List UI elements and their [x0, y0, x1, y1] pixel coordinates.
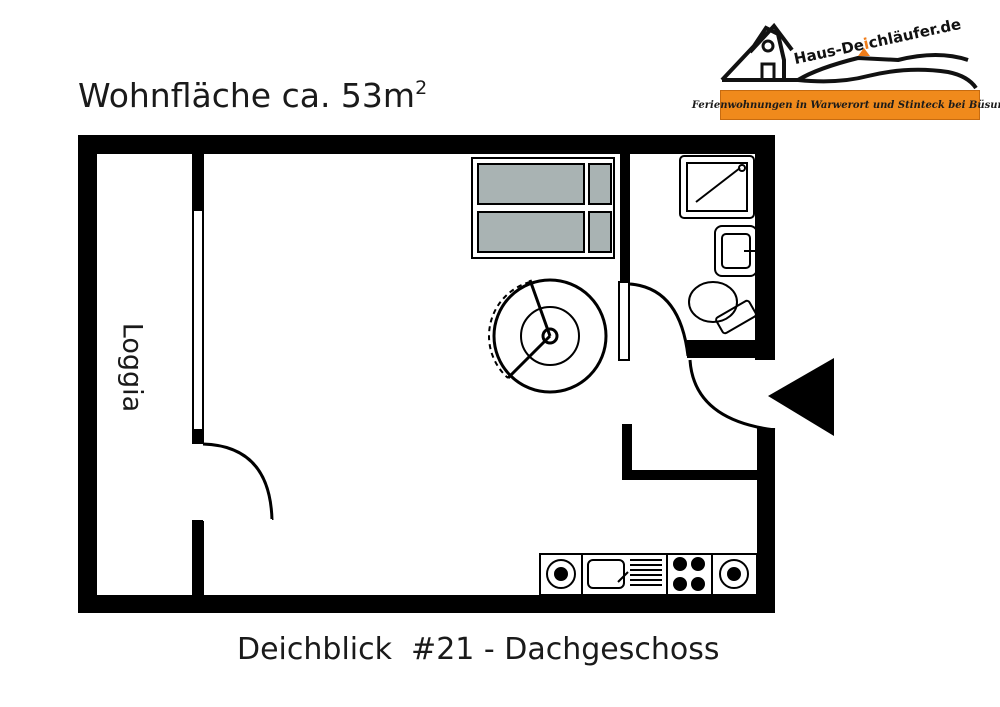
- shower-icon: [679, 155, 755, 219]
- bathroom-walls: [620, 152, 759, 480]
- house-dike-icon: [720, 22, 978, 90]
- entrance-door: [688, 359, 776, 432]
- floor-plan-caption: Deichblick #21 - Dachgeschoss: [237, 632, 720, 667]
- loggia-wall: [192, 152, 274, 597]
- living-area-label: Wohnfläche ca. 53m2: [78, 76, 427, 115]
- dining-table-icon: [487, 278, 608, 394]
- loggia-door-swing: [202, 442, 274, 521]
- entrance-arrow-icon: [768, 358, 834, 436]
- logo-banner: Ferienwohnungen in Warwerort und Stintec…: [692, 90, 1000, 120]
- kitchen-counter-icon: [539, 553, 758, 596]
- haus-deichlaeufer-logo: Haus-Deichläufer.de Ferienwohnungen in W…: [692, 15, 1000, 124]
- loggia-label: Loggia: [116, 322, 148, 413]
- area-unit-exponent: 2: [415, 77, 428, 99]
- logo-tagline: Ferienwohnungen in Warwerort und Stintec…: [691, 99, 1000, 111]
- bathroom-door: [618, 281, 690, 361]
- living-area-text: Wohnfläche ca. 53m: [78, 76, 416, 115]
- loggia-window: [192, 209, 204, 431]
- washbasin-icon: [714, 225, 758, 277]
- toilet-icon: [688, 281, 757, 335]
- bed-icon: [471, 157, 615, 259]
- exterior-walls: [78, 135, 775, 613]
